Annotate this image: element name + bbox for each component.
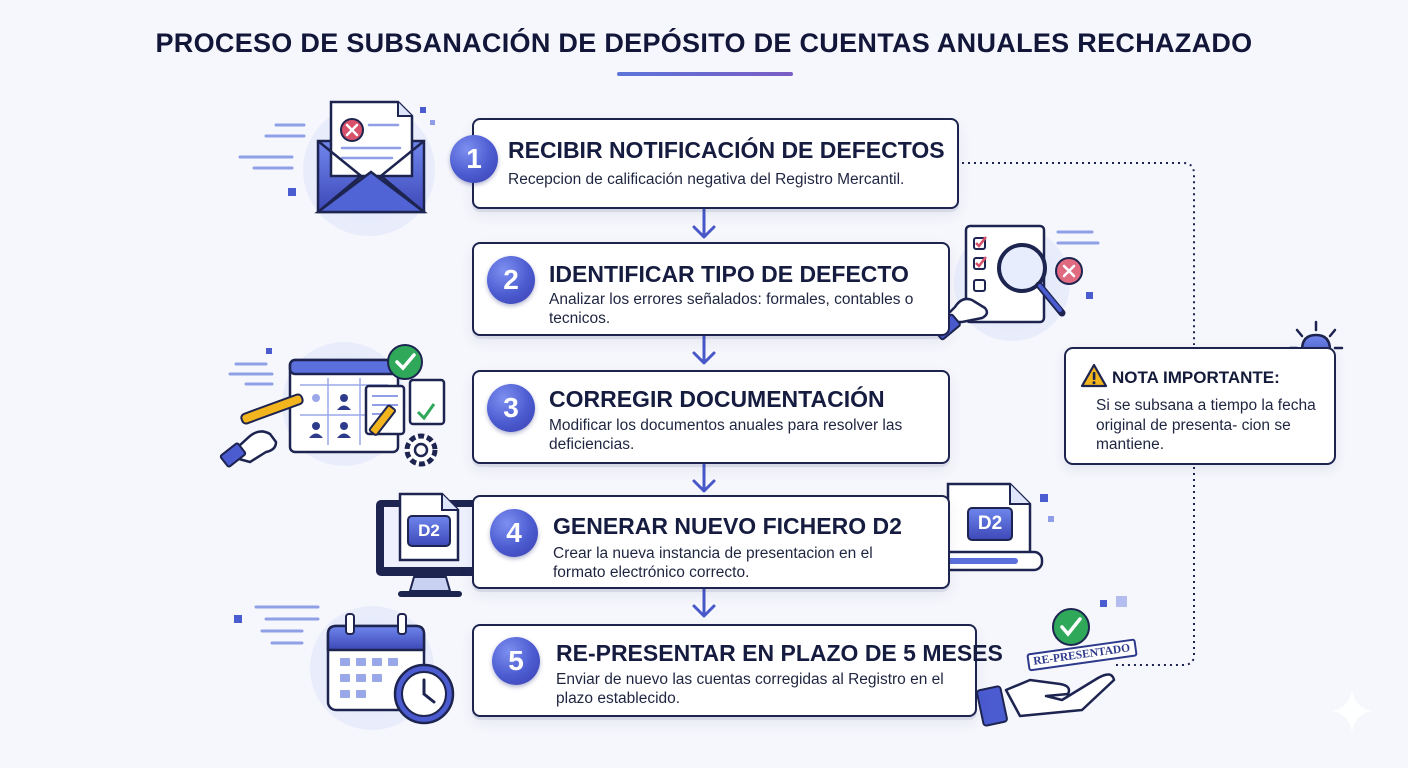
step-number-badge: 5 bbox=[492, 637, 540, 685]
approved-hand-icon bbox=[976, 596, 1127, 727]
step-number-badge: 2 bbox=[487, 256, 535, 304]
feedback-connector bbox=[962, 162, 1195, 666]
step-title: IDENTIFICAR TIPO DE DEFECTO bbox=[549, 261, 909, 287]
step-card-3 bbox=[472, 370, 950, 464]
flow-arrows bbox=[692, 208, 716, 618]
step-number-badge: 4 bbox=[490, 509, 538, 557]
step-description: Recepcion de calificación negativa del R… bbox=[508, 171, 905, 188]
step-card-1 bbox=[472, 118, 959, 209]
step-number-badge: 1 bbox=[450, 135, 498, 183]
d2-laptop-icon bbox=[930, 482, 1054, 572]
checklist-magnifier-icon bbox=[933, 224, 1100, 341]
step-card-2 bbox=[472, 242, 950, 336]
arrow-4-5 bbox=[692, 588, 716, 618]
sparkle-icon bbox=[1332, 690, 1372, 732]
d2-monitor-icon bbox=[376, 492, 484, 597]
page-title: PROCESO DE SUBSANACIÓN DE DEPÓSITO DE CU… bbox=[155, 28, 1253, 58]
step-description: Modificar los documentos anuales para re… bbox=[549, 417, 903, 453]
arrow-3-4 bbox=[692, 463, 716, 493]
note-text: Si se subsana a tiempo la fecha original… bbox=[1096, 397, 1316, 453]
envelope-rejected-icon bbox=[238, 100, 435, 236]
step-number-badge: 3 bbox=[487, 384, 535, 432]
warning-icon bbox=[1080, 363, 1108, 388]
step-title: RECIBIR NOTIFICACIÓN DE DEFECTOS bbox=[508, 137, 945, 163]
arrow-2-3 bbox=[692, 334, 716, 365]
arrow-1-2 bbox=[692, 208, 716, 239]
step-card-4 bbox=[472, 495, 950, 589]
step-title: CORREGIR DOCUMENTACIÓN bbox=[549, 386, 885, 412]
step-card-5 bbox=[472, 624, 977, 717]
spreadsheet-edit-icon bbox=[219, 342, 446, 468]
step-description: Crear la nueva instancia de presentacion… bbox=[553, 545, 873, 581]
d2-laptop-label: D2 bbox=[977, 513, 1003, 534]
step-title: GENERAR NUEVO FICHERO D2 bbox=[553, 513, 902, 539]
step-title: RE-PRESENTAR EN PLAZO DE 5 MESES bbox=[556, 640, 1003, 666]
d2-monitor-label: D2 bbox=[418, 521, 440, 540]
calendar-clock-icon bbox=[234, 605, 455, 730]
note-card: NOTA IMPORTANTE: Si se subsana a tiempo … bbox=[1064, 347, 1336, 465]
step-description: Enviar de nuevo las cuentas corregidas a… bbox=[556, 671, 944, 707]
title-underline bbox=[617, 72, 793, 76]
step-description: Analizar los errores señalados: formales… bbox=[549, 291, 914, 327]
note-title: NOTA IMPORTANTE: bbox=[1112, 368, 1280, 387]
